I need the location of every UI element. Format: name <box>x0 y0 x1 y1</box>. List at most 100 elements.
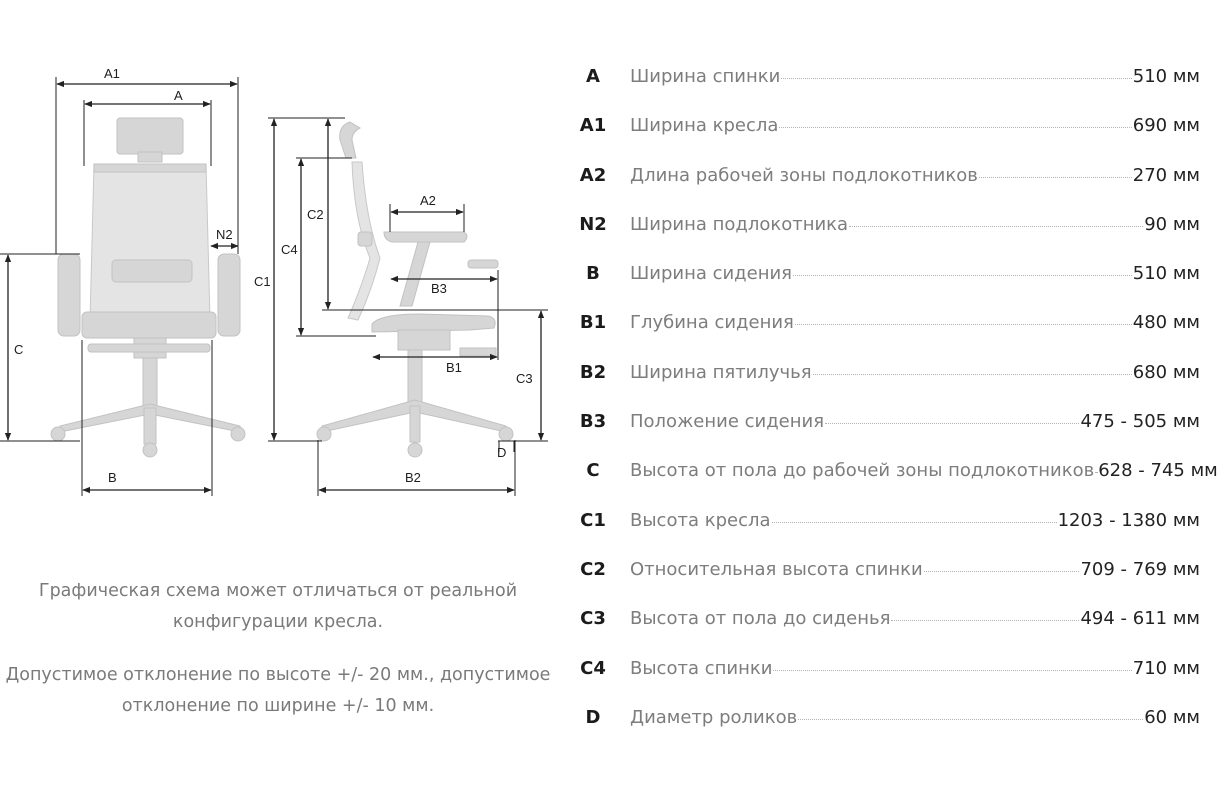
spec-line: Диаметр роликов 60 мм <box>630 707 1200 728</box>
spec-value: 628 - 745 мм <box>1098 460 1218 482</box>
dot-leader <box>781 78 1132 79</box>
label-c1: C1 <box>254 274 271 289</box>
spec-value: 475 - 505 мм <box>1080 411 1200 433</box>
spec-line: Ширина пятилучья 680 мм <box>630 362 1200 383</box>
spec-value: 680 мм <box>1132 361 1200 383</box>
label-c: C <box>14 342 23 357</box>
spec-value: 510 мм <box>1132 263 1200 285</box>
spec-code: B <box>586 263 600 285</box>
spec-line: Высота спинки 710 мм <box>630 658 1200 679</box>
dot-leader <box>891 620 1080 622</box>
spec-name: Положение сидения <box>630 411 825 433</box>
disclaimer-line-1: Графическая схема может отличаться от ре… <box>38 581 518 601</box>
dot-leader <box>771 521 1057 523</box>
spec-name: Ширина сидения <box>630 263 792 285</box>
dot-leader <box>793 275 1132 277</box>
front-view-dimensions <box>0 77 239 496</box>
label-c2: C2 <box>307 207 324 222</box>
spec-name: Относительная высота спинки <box>630 558 923 580</box>
label-a2: A2 <box>420 193 436 208</box>
spec-code: C <box>586 460 600 482</box>
spec-name: Длина рабочей зоны подлокотников <box>630 164 978 186</box>
spec-row: B Ширина сидения 510 мм <box>566 251 1200 300</box>
dot-leader <box>978 176 1132 178</box>
spec-name: Высота от пола до рабочей зоны подлокотн… <box>630 460 1095 482</box>
disclaimer-line-2: конфигурации кресла. <box>172 612 384 632</box>
spec-value: 690 мм <box>1132 115 1200 137</box>
spec-code: A2 <box>579 164 607 186</box>
dot-leader <box>798 718 1144 720</box>
spec-name: Глубина сидения <box>630 312 794 334</box>
dimension-labels: A1 A N2 C B C1 C4 C2 A2 B3 B1 C3 D B2 <box>14 66 533 485</box>
tolerance-line-2: отклонение по ширине +/- 10 мм. <box>121 696 435 716</box>
spec-row: B2 Ширина пятилучья 680 мм <box>566 350 1200 399</box>
label-c3: C3 <box>516 371 533 386</box>
spec-value: 510 мм <box>1132 66 1200 87</box>
spec-code: A <box>586 66 600 87</box>
label-a: A <box>174 88 183 103</box>
tolerance-note: Допустимое отклонение по высоте +/- 20 м… <box>0 660 556 722</box>
spec-line: Высота от пола до сиденья 494 - 611 мм <box>630 608 1200 629</box>
dot-leader <box>779 127 1132 129</box>
spec-line: Ширина подлокотника 90 мм <box>630 214 1200 235</box>
dot-leader <box>849 225 1144 227</box>
spec-name: Высота спинки <box>630 657 773 679</box>
spec-value: 90 мм <box>1144 213 1200 235</box>
spec-code: A1 <box>579 115 607 137</box>
spec-row: A Ширина спинки 510 мм <box>566 54 1200 103</box>
front-view-chair <box>50 117 246 458</box>
spec-code: C4 <box>580 657 606 679</box>
label-b2: B2 <box>405 470 421 485</box>
dot-leader <box>1095 472 1098 474</box>
spec-code: N2 <box>579 213 607 235</box>
spec-value: 494 - 611 мм <box>1080 608 1200 630</box>
spec-name: Ширина кресла <box>630 115 779 137</box>
spec-line: Положение сидения 475 - 505 мм <box>630 411 1200 432</box>
label-b3: B3 <box>431 281 447 296</box>
spec-value: 710 мм <box>1132 657 1200 679</box>
spec-code: B1 <box>579 312 607 334</box>
side-view-dimensions <box>268 117 548 496</box>
tolerance-line-1: Допустимое отклонение по высоте +/- 20 м… <box>5 665 551 685</box>
spec-name: Высота от пола до сиденья <box>630 608 891 630</box>
spec-row: A1 Ширина кресла 690 мм <box>566 103 1200 152</box>
spec-line: Глубина сидения 480 мм <box>630 312 1200 333</box>
spec-line: Высота от пола до рабочей зоны подлокотн… <box>630 460 1218 482</box>
spec-row: C4 Высота спинки 710 мм <box>566 646 1200 695</box>
label-a1: A1 <box>104 66 120 81</box>
label-b1: B1 <box>446 360 462 375</box>
dot-leader <box>794 324 1132 326</box>
spec-line: Относительная высота спинки 709 - 769 мм <box>630 559 1200 580</box>
label-d: D <box>497 445 506 460</box>
spec-line: Ширина спинки 510 мм <box>630 66 1200 87</box>
dimension-spec-table: A Ширина спинки 510 мм A1 Ширина кресла 690 м… <box>566 54 1218 744</box>
spec-name: Высота кресла <box>630 509 771 531</box>
spec-code: C3 <box>580 608 606 630</box>
spec-value: 60 мм <box>1144 706 1200 728</box>
spec-name: Ширина спинки <box>630 66 781 87</box>
spec-code: B2 <box>579 361 607 383</box>
spec-name: Ширина пятилучья <box>630 361 812 383</box>
spec-value: 1203 - 1380 мм <box>1057 509 1200 531</box>
spec-name: Ширина подлокотника <box>630 213 849 235</box>
spec-code: C1 <box>580 509 606 531</box>
spec-row: C1 Высота кресла 1203 - 1380 мм <box>566 498 1200 547</box>
dot-leader <box>825 423 1080 425</box>
spec-row: C3 Высота от пола до сиденья 494 - 611 мм <box>566 596 1200 645</box>
spec-name: Диаметр роликов <box>630 706 798 728</box>
spec-line: Ширина кресла 690 мм <box>630 115 1200 136</box>
dot-leader <box>812 373 1132 375</box>
spec-value: 480 мм <box>1132 312 1200 334</box>
spec-row: C Высота от пола до рабочей зоны подлокот… <box>566 448 1218 497</box>
label-n2: N2 <box>216 227 233 242</box>
spec-row: N2 Ширина подлокотника 90 мм <box>566 202 1200 251</box>
label-c4: C4 <box>281 242 298 257</box>
dot-leader <box>923 570 1080 572</box>
spec-code: B3 <box>579 411 607 433</box>
spec-value: 709 - 769 мм <box>1080 558 1200 580</box>
label-b: B <box>108 470 117 485</box>
